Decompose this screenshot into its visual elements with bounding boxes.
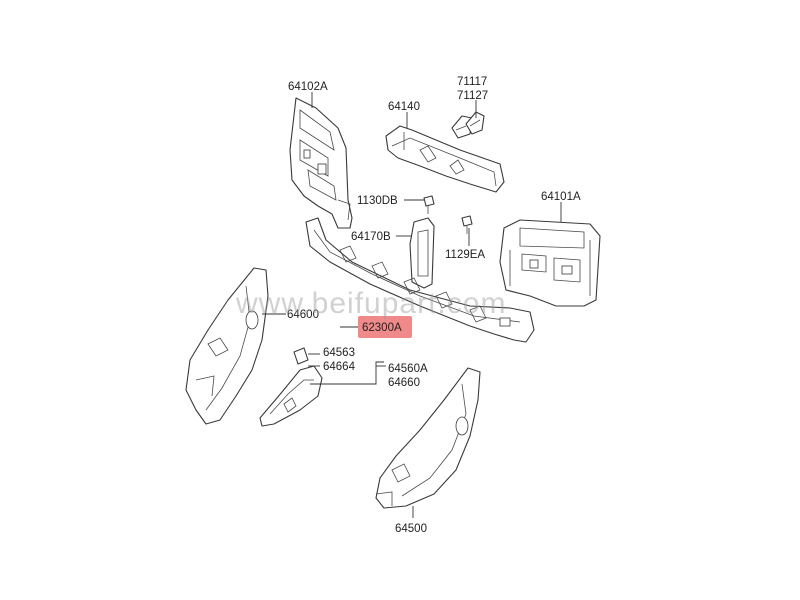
leader-lines xyxy=(262,92,562,518)
label-64660[interactable]: 64660 xyxy=(388,377,420,389)
label-64500[interactable]: 64500 xyxy=(395,523,427,535)
label-64560a[interactable]: 64560A xyxy=(388,363,428,375)
part-64170b-drawing[interactable] xyxy=(409,217,435,289)
part-1130db-drawing[interactable] xyxy=(423,195,435,214)
label-1130db[interactable]: 1130DB xyxy=(357,195,398,207)
label-64102a[interactable]: 64102A xyxy=(288,81,328,93)
label-64664[interactable]: 64664 xyxy=(323,361,356,373)
part-71117-drawing[interactable] xyxy=(451,111,485,139)
label-64140[interactable]: 64140 xyxy=(388,101,420,113)
part-64140-drawing[interactable] xyxy=(385,125,505,193)
label-71127[interactable]: 71127 xyxy=(457,90,488,102)
label-64600[interactable]: 64600 xyxy=(287,309,319,321)
part-62300a-drawing[interactable] xyxy=(305,217,535,343)
part-1129ea-drawing[interactable] xyxy=(461,215,473,234)
part-64560a-drawing[interactable] xyxy=(259,365,323,427)
label-62300a[interactable]: 62300A xyxy=(362,322,402,334)
part-64563-drawing[interactable] xyxy=(293,347,309,365)
watermark: www.beifupart.com xyxy=(235,287,506,320)
highlight-box xyxy=(358,316,412,338)
label-71117[interactable]: 71117 xyxy=(457,76,487,88)
label-1129ea[interactable]: 1129EA xyxy=(445,249,485,261)
part-64101a-drawing[interactable] xyxy=(499,219,601,307)
part-64102a-drawing[interactable] xyxy=(289,97,353,229)
label-64170b[interactable]: 64170B xyxy=(351,231,391,243)
label-64101a[interactable]: 64101A xyxy=(541,191,581,203)
part-64600-drawing[interactable] xyxy=(185,267,269,425)
part-64500-drawing[interactable] xyxy=(375,367,481,509)
label-64563[interactable]: 64563 xyxy=(323,347,355,359)
